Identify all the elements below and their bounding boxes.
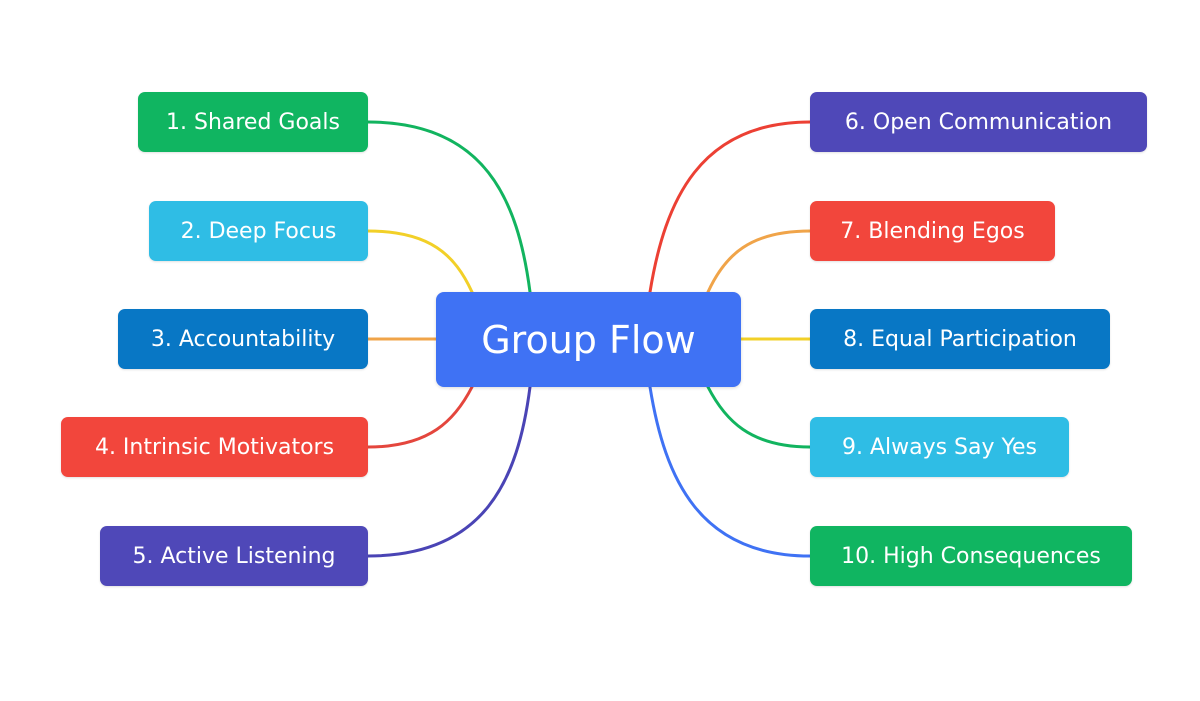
branch-node-3: 3. Accountability	[118, 309, 368, 369]
branch-node-2: 2. Deep Focus	[149, 201, 368, 261]
branch-node-5: 5. Active Listening	[100, 526, 368, 586]
connector-2	[366, 229, 474, 294]
branch-node-8: 8. Equal Participation	[810, 309, 1110, 369]
connector-9	[706, 385, 812, 449]
branch-node-6: 6. Open Communication	[810, 92, 1147, 152]
connector-1	[366, 120, 532, 294]
central-topic: Group Flow	[436, 292, 741, 387]
branch-node-7: 7. Blending Egos	[810, 201, 1055, 261]
branch-node-9: 9. Always Say Yes	[810, 417, 1069, 477]
connector-7	[706, 229, 812, 294]
connector-4	[366, 385, 474, 449]
connector-10	[648, 385, 812, 558]
branch-node-4: 4. Intrinsic Motivators	[61, 417, 368, 477]
branch-node-10: 10. High Consequences	[810, 526, 1132, 586]
connector-5	[366, 385, 532, 558]
connector-6	[648, 120, 812, 294]
branch-node-1: 1. Shared Goals	[138, 92, 368, 152]
